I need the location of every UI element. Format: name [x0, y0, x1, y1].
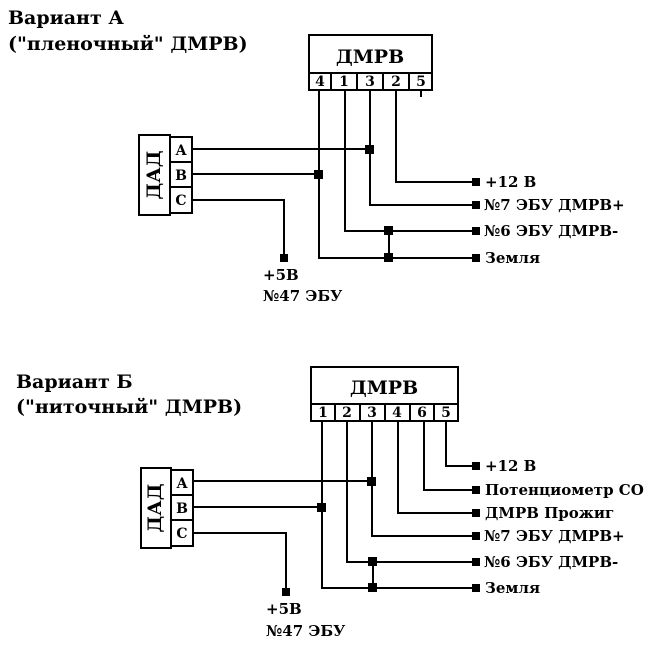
- dmrv-b-pin-2: 2: [342, 405, 352, 421]
- junction-b-3: [368, 557, 377, 566]
- label-b-ground: Земля: [485, 579, 540, 597]
- terminal-a-12v: [472, 178, 480, 186]
- wire-b-pin1-ground: [321, 421, 474, 589]
- wire-a-dad-c: [192, 199, 285, 258]
- dad-b-pin-c: C: [176, 526, 187, 542]
- dmrv-b-pin-3: 3: [367, 405, 377, 421]
- label-a-ecu7: №7 ЭБУ ДМРВ+: [484, 196, 625, 214]
- variant-b-title: Вариант Б: [16, 371, 133, 393]
- dmrv-a-pin-3: 3: [365, 74, 375, 90]
- terminal-b-ecu7: [472, 532, 480, 540]
- dad-b-pin-b: B: [176, 501, 188, 517]
- variant-a-title: Вариант А: [8, 7, 124, 29]
- label-b-ecu7: №7 ЭБУ ДМРВ+: [484, 527, 625, 545]
- label-a-12v: +12 В: [485, 173, 536, 191]
- label-b-burn: ДМРВ Прожиг: [485, 504, 614, 522]
- junction-a-1: [365, 145, 374, 154]
- dmrv-b-pin-1: 1: [318, 405, 328, 421]
- junction-b-4: [368, 583, 377, 592]
- wire-b-pin4-burn: [397, 421, 474, 514]
- dad-sensor-a: ДАД A B C: [138, 134, 193, 216]
- dad-a-pin-b: B: [175, 168, 187, 184]
- terminal-b-burn: [472, 509, 480, 517]
- dmrv-b-pin-5: 5: [441, 405, 451, 421]
- label-b-12v: +12 В: [485, 457, 536, 475]
- variant-b: Вариант Б ("ниточный" ДМРВ) ДМРВ 1 2 3 4…: [16, 366, 644, 640]
- dmrv-box-a-title: ДМРВ: [336, 46, 404, 68]
- dad-b-label: ДАД: [144, 483, 166, 532]
- dmrv-a-pin-1: 1: [339, 74, 349, 90]
- junction-b-1: [367, 477, 376, 486]
- dmrv-a-pin-5: 5: [416, 74, 426, 90]
- junction-b-2: [317, 503, 326, 512]
- dmrv-b-pin-6: 6: [417, 405, 427, 421]
- wire-a-pin2-12v: [395, 90, 474, 183]
- wires-a: [192, 90, 480, 262]
- wire-b-pin5-12v: [445, 421, 474, 467]
- label-a-ground: Земля: [485, 249, 540, 267]
- dmrv-box-b: ДМРВ 1 2 3 4 6 5: [310, 366, 459, 422]
- dad-a-pin-c: C: [175, 193, 186, 209]
- dmrv-b-pin-4: 4: [392, 405, 402, 421]
- dad-b-pin-a: A: [176, 476, 189, 492]
- junction-a-4: [384, 253, 393, 262]
- terminal-a-5v: [280, 254, 288, 262]
- dmrv-box-a: ДМРВ 4 1 3 2 5: [308, 34, 433, 97]
- terminal-b-ground: [472, 584, 480, 592]
- wire-b-pin3-ecu7: [371, 421, 474, 537]
- variant-a: Вариант А ("пленочный" ДМРВ) ДМРВ 4 1 3 …: [8, 7, 625, 305]
- terminal-a-ecu6: [472, 227, 480, 235]
- wire-b-pin2-ecu6: [346, 421, 474, 563]
- terminal-b-5v: [282, 588, 290, 596]
- terminal-b-ecu6: [472, 558, 480, 566]
- terminal-a-ecu7: [472, 201, 480, 209]
- label-b-ecu47: №47 ЭБУ: [266, 622, 345, 640]
- junction-a-2: [314, 170, 323, 179]
- wire-b-pin6-pot: [423, 421, 474, 491]
- wires-b: [193, 421, 480, 596]
- variant-a-subtitle: ("пленочный" ДМРВ): [8, 33, 248, 55]
- dad-a-body: [138, 134, 171, 216]
- terminal-b-12v: [472, 462, 480, 470]
- wire-a-pin3-ecu7: [369, 90, 474, 206]
- dmrv-box-b-header: [310, 366, 459, 405]
- variant-b-subtitle: ("ниточный" ДМРВ): [16, 396, 242, 418]
- label-b-ecu6: №6 ЭБУ ДМРВ-: [484, 553, 618, 571]
- junction-a-3: [384, 226, 393, 235]
- dmrv-a-pin-2: 2: [391, 74, 401, 90]
- dmrv-box-a-header: [308, 34, 433, 74]
- dad-sensor-b: ДАД A B C: [140, 467, 194, 549]
- label-a-ecu47: №47 ЭБУ: [263, 287, 342, 305]
- label-b-5v: +5В: [266, 600, 302, 618]
- dad-b-body: [140, 467, 172, 549]
- dmrv-a-pin-4: 4: [315, 74, 325, 90]
- dad-a-pin-a: A: [175, 143, 188, 159]
- wire-b-dad-c: [193, 532, 287, 592]
- terminal-b-pot: [472, 486, 480, 494]
- wire-a-pin4-ground: [318, 90, 474, 259]
- wire-a-pin1-ecu6: [344, 90, 474, 232]
- dmrv-box-b-title: ДМРВ: [350, 377, 418, 399]
- dad-a-label: ДАД: [143, 150, 165, 199]
- label-b-pot-co: Потенциометр СО: [485, 481, 644, 499]
- label-a-5v: +5В: [263, 266, 299, 284]
- terminal-a-ground: [472, 254, 480, 262]
- label-a-ecu6: №6 ЭБУ ДМРВ-: [484, 222, 618, 240]
